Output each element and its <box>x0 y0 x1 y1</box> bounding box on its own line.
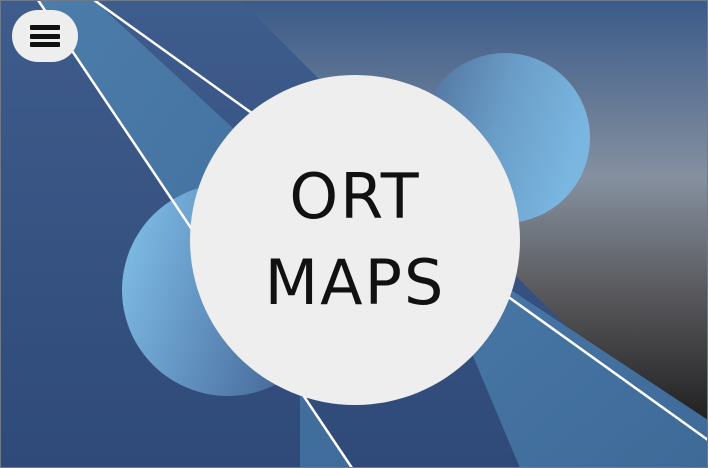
app-logo: ORT MAPS <box>190 75 520 405</box>
hamburger-menu-icon <box>30 25 60 47</box>
logo-line-1: ORT <box>289 160 421 233</box>
menu-button[interactable] <box>12 10 78 62</box>
logo-line-2: MAPS <box>264 246 446 319</box>
